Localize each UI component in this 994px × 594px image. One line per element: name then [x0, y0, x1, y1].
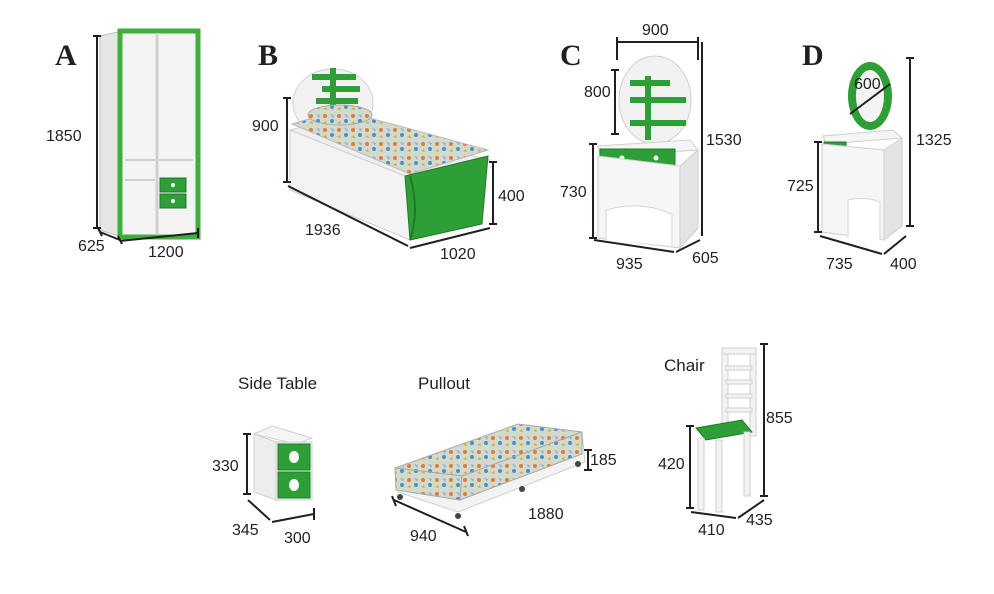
- item-c-shelf-height-label: 800: [584, 84, 611, 101]
- item-b-letter: B: [258, 39, 279, 72]
- side-table-caption: Side Table: [238, 374, 318, 393]
- side-table-dimension-lines: [243, 433, 315, 523]
- chair-dimension-lines: [686, 343, 768, 519]
- bed-dimension-lines: [283, 97, 497, 249]
- item-b-side-height-label: 400: [498, 188, 525, 205]
- dresser-d-drawing: [821, 62, 904, 242]
- item-a-height-label: 1850: [46, 128, 82, 145]
- item-d-mirror-label: 600: [854, 76, 881, 93]
- side-table-depth-label: 345: [232, 522, 259, 539]
- pullout-width-label: 940: [410, 528, 437, 545]
- side-table-drawing: [252, 425, 314, 501]
- pullout-height-label: 185: [590, 452, 617, 469]
- item-b-height-label: 900: [252, 118, 279, 135]
- chair-width-label: 410: [698, 522, 725, 539]
- chair-caption: Chair: [664, 356, 705, 375]
- item-d-depth-label: 400: [890, 256, 917, 273]
- dresser-d-dimension-lines: [814, 57, 914, 255]
- item-a-letter: A: [55, 39, 77, 72]
- wardrobe-drawing: [99, 28, 201, 240]
- chair-drawing: [695, 347, 757, 513]
- item-c-table-height-label: 730: [560, 184, 587, 201]
- chair-seat-height-label: 420: [658, 456, 685, 473]
- chair-depth-label: 435: [746, 512, 773, 529]
- item-d-table-height-label: 725: [787, 178, 814, 195]
- item-d-width-label: 735: [826, 256, 853, 273]
- bed-drawing: [288, 68, 492, 241]
- dresser-c-drawing: [597, 55, 699, 250]
- item-a-width-label: 1200: [148, 244, 184, 261]
- item-b-length-label: 1936: [305, 222, 341, 239]
- item-c-depth-label: 605: [692, 250, 719, 267]
- item-c-top-width-label: 900: [642, 22, 669, 39]
- dresser-c-dimension-lines: [589, 37, 703, 253]
- pullout-caption: Pullout: [418, 374, 470, 393]
- item-d-total-height-label: 1325: [916, 132, 952, 149]
- item-a-depth-label: 625: [78, 238, 105, 255]
- side-table-width-label: 300: [284, 530, 311, 547]
- pullout-drawing: [394, 423, 586, 519]
- pullout-length-label: 1880: [528, 506, 564, 523]
- item-c-letter: C: [560, 39, 582, 72]
- item-b-width-label: 1020: [440, 246, 476, 263]
- chair-height-label: 855: [766, 410, 793, 427]
- wardrobe-dimension-lines: [93, 35, 199, 245]
- item-c-width-label: 935: [616, 256, 643, 273]
- item-d-letter: D: [802, 39, 824, 72]
- item-c-total-height-label: 1530: [706, 132, 742, 149]
- side-table-height-label: 330: [212, 458, 239, 475]
- pullout-dimension-lines: [391, 449, 592, 537]
